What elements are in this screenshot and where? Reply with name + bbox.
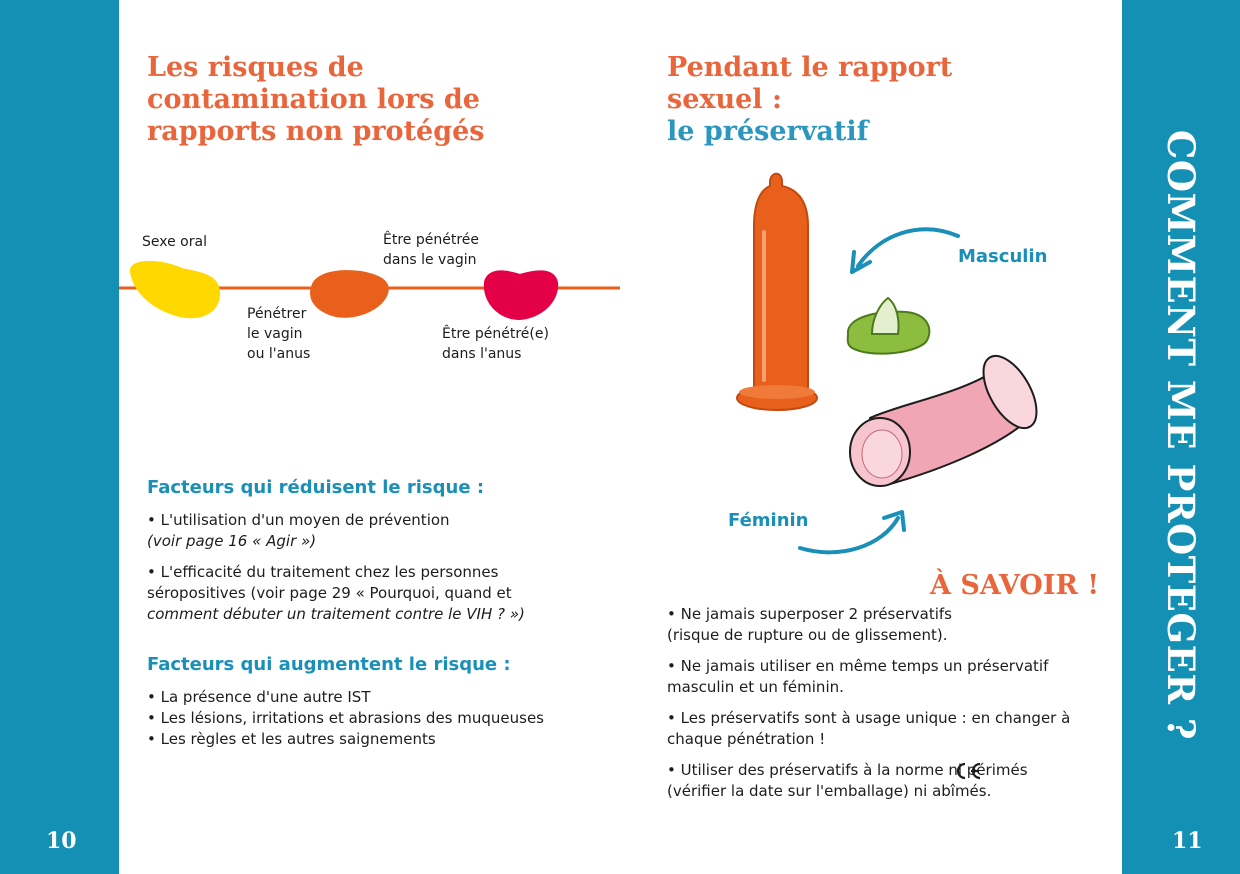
- arrow-curved-left-icon: [856, 227, 960, 268]
- increase-factor-item: • Les lésions, irritations et abrasions …: [147, 709, 545, 727]
- reduce-factors-title: Facteurs qui réduisent le risque :: [147, 477, 485, 498]
- female-condom-illustration: [849, 354, 1038, 487]
- reduce-factor-item: • L'efficacité du traitement chez les pe…: [147, 562, 525, 625]
- risk-label-vagin: Pénétrer le vagin ou l'anus: [247, 304, 310, 364]
- increase-factor-list: • La présence d'une autre IST • Les lési…: [147, 687, 544, 750]
- right-heading: Pendant le rapport sexuel : le préservat…: [667, 52, 952, 148]
- left-heading-line: contamination lors de: [147, 84, 480, 115]
- left-heading-line: rapports non protégés: [147, 116, 485, 147]
- savoir-item: • Ne jamais utiliser en même temps un pr…: [667, 656, 1048, 698]
- text-line: • L'efficacité du traitement chez les pe…: [147, 563, 499, 581]
- risk-label-oral: Sexe oral: [142, 234, 207, 250]
- risk-label-penetree: Être pénétrée dans le vagin: [383, 230, 479, 270]
- risk-label-line: ou l'anus: [247, 346, 311, 362]
- risk-label-line: Être pénétrée: [383, 232, 479, 248]
- text-line: séropositives (voir page 29 « Pourquoi, …: [147, 584, 512, 602]
- risk-blob-mid: [310, 270, 389, 318]
- right-side-band: [1122, 0, 1240, 874]
- right-heading-line: sexuel :: [667, 84, 782, 115]
- arrow-curved-right-icon: [798, 516, 900, 555]
- a-savoir-title: À SAVOIR !: [930, 570, 1100, 601]
- text-line: chaque pénétration !: [667, 730, 826, 748]
- left-heading-line: Les risques de: [147, 52, 364, 83]
- reduce-factor-item: • L'utilisation d'un moyen de prévention…: [147, 510, 450, 552]
- page-number-right: 11: [1172, 828, 1203, 854]
- risk-blob-high: [483, 270, 559, 320]
- label-masculin: Masculin: [958, 246, 1048, 267]
- risk-blob-low: [129, 260, 221, 319]
- increase-factors-title: Facteurs qui augmentent le risque :: [147, 654, 511, 675]
- increase-factor-item: • Les règles et les autres saignements: [147, 730, 436, 748]
- risk-label-line: dans le vagin: [383, 252, 477, 268]
- text-line: • Ne jamais utiliser en même temps un pr…: [667, 657, 1049, 675]
- text-line: (vérifier la date sur l'emballage) ni ab…: [667, 782, 992, 800]
- text-line: • Ne jamais superposer 2 préservatifs: [667, 605, 952, 623]
- text-line: (risque de rupture ou de glissement).: [667, 626, 948, 644]
- text-line: (voir page 16 « Agir »): [147, 532, 317, 550]
- rolled-condom-illustration: [846, 296, 931, 355]
- text-line: • L'utilisation d'un moyen de prévention: [147, 511, 450, 529]
- savoir-item: • Utiliser des préservatifs à la norme n…: [667, 760, 1028, 802]
- text-line: • Les préservatifs sont à usage unique :…: [667, 709, 1071, 727]
- page-number-left: 10: [46, 828, 77, 854]
- risk-label-line: dans l'anus: [442, 346, 522, 362]
- male-condom-illustration: [736, 172, 818, 411]
- risk-label-line: Pénétrer: [247, 306, 307, 322]
- increase-factor-item: • La présence d'une autre IST: [147, 688, 371, 706]
- savoir-item: • Ne jamais superposer 2 préservatifs (r…: [667, 604, 952, 646]
- left-side-band: [0, 0, 119, 874]
- label-feminin: Féminin: [728, 510, 809, 531]
- risk-label-line: Être pénétré(e): [442, 326, 549, 342]
- right-heading-line: Pendant le rapport: [667, 52, 953, 83]
- savoir-item: • Les préservatifs sont à usage unique :…: [667, 708, 1070, 750]
- left-heading: Les risques de contamination lors de rap…: [147, 52, 484, 148]
- right-heading-line-blue: le préservatif: [667, 116, 869, 147]
- ce-mark-icon: [956, 762, 981, 780]
- text-line: masculin et un féminin.: [667, 678, 844, 696]
- text-line: comment débuter un traitement contre le …: [147, 605, 525, 623]
- text-line: • Utiliser des préservatifs à la norme n…: [667, 761, 1028, 779]
- risk-label-line: le vagin: [247, 326, 303, 342]
- risk-label-anus: Être pénétré(e) dans l'anus: [442, 324, 549, 364]
